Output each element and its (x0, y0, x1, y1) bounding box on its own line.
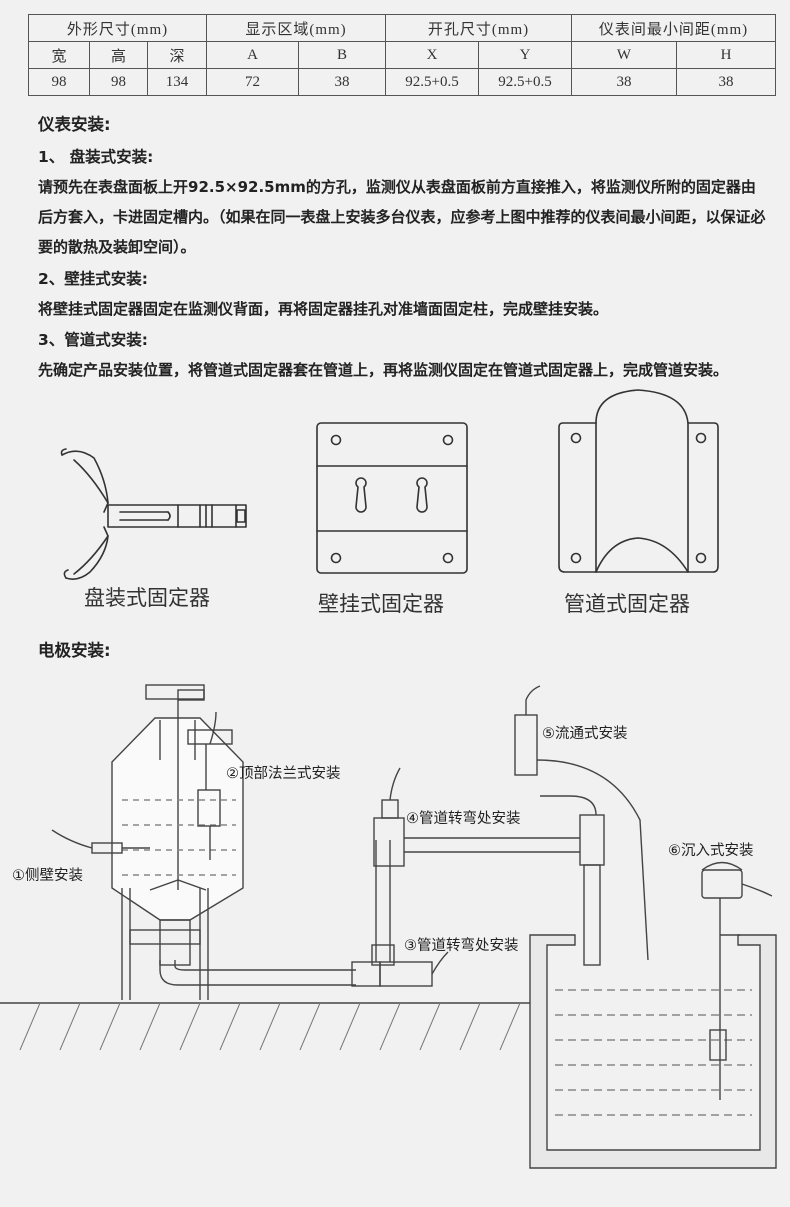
wall-fixture-diagram (316, 422, 468, 574)
install-title: 仪表安装: (38, 115, 111, 134)
spec-value: 98 (89, 68, 148, 96)
spec-group-header: 外形尺寸(mm) (28, 14, 207, 42)
panel-fixture-caption: 盘装式固定器 (84, 586, 210, 610)
wall-fixture-caption: 壁挂式固定器 (318, 592, 444, 616)
pipe-install-title: 3、管道式安装: (38, 331, 148, 349)
spec-value: 134 (147, 68, 207, 96)
pipe-fixture-caption: 管道式固定器 (564, 592, 690, 616)
spec-sub-header: Y (478, 41, 572, 69)
electrode-install-diagram (0, 684, 777, 1169)
wall-install-title: 2、壁挂式安装: (38, 270, 148, 288)
spec-group-header: 显示区域(mm) (206, 14, 386, 42)
spec-value: 98 (28, 68, 90, 96)
spec-sub-header-row: 宽 高 深 A B X Y W H (28, 41, 776, 69)
spec-value: 72 (206, 68, 299, 96)
spec-value: 38 (676, 68, 776, 96)
panel-fixture-diagram (60, 448, 247, 580)
wall-install-text: 将壁挂式固定器固定在监测仪背面，再将固定器挂孔对准墙面固定柱，完成壁挂安装。 (38, 300, 609, 318)
panel-install-text: 请预先在表盘面板上开92.5×92.5mm的方孔，监测仪从表盘面板前方直接推入，… (38, 178, 766, 256)
spec-value: 38 (571, 68, 677, 96)
spec-value-row: 98 98 134 72 38 92.5+0.5 92.5+0.5 38 38 (28, 68, 776, 96)
spec-table: 外形尺寸(mm) 显示区域(mm) 开孔尺寸(mm) 仪表间最小间距(mm) 宽… (28, 14, 776, 96)
spec-group-header: 仪表间最小间距(mm) (571, 14, 776, 42)
panel-install-title: 1、 盘装式安装: (38, 148, 154, 166)
pipe-install-text: 先确定产品安装位置，将管道式固定器套在管道上，再将监测仪固定在管道式固定器上，完… (38, 361, 729, 379)
label-immersion: ⑥沉入式安装 (668, 843, 754, 859)
spec-sub-header: A (206, 41, 299, 69)
pipe-fixture-diagram (558, 389, 719, 573)
spec-value: 92.5+0.5 (478, 68, 572, 96)
label-side-wall: ①侧壁安装 (12, 868, 83, 884)
label-pipe-bend-lower: ③管道转弯处安装 (404, 938, 519, 954)
label-pipe-bend-upper: ④管道转弯处安装 (406, 811, 521, 827)
spec-value: 92.5+0.5 (385, 68, 479, 96)
electrode-title: 电极安装: (38, 641, 111, 660)
spec-sub-header: 深 (147, 41, 207, 69)
spec-value: 38 (298, 68, 386, 96)
label-top-flange: ②顶部法兰式安装 (226, 766, 341, 782)
label-flow-through: ⑤流通式安装 (542, 726, 628, 742)
spec-sub-header: H (676, 41, 776, 69)
spec-group-header-row: 外形尺寸(mm) 显示区域(mm) 开孔尺寸(mm) 仪表间最小间距(mm) (28, 14, 776, 42)
